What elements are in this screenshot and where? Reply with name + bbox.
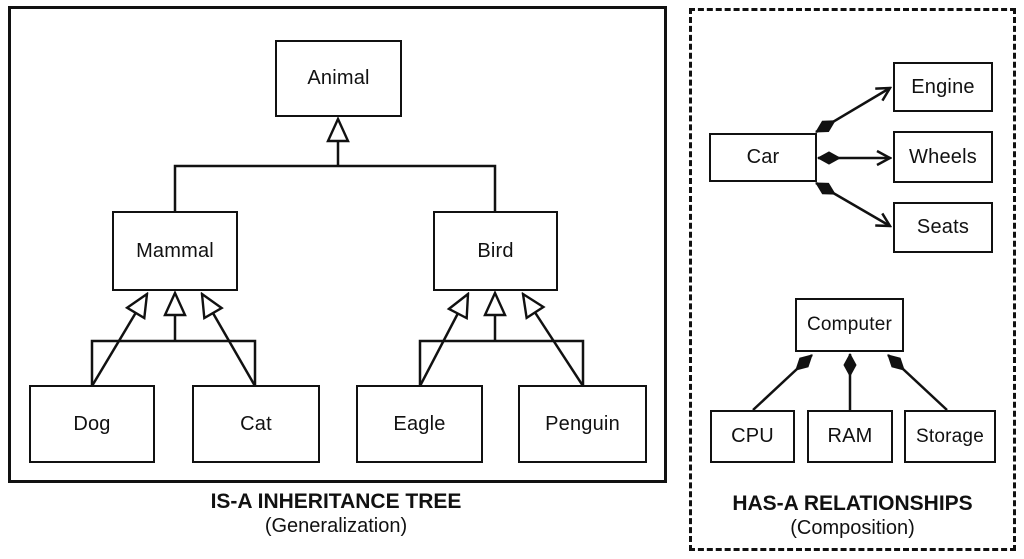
is-a-caption: IS-A INHERITANCE TREE (Generalization) (8, 489, 664, 538)
node-wheels: Wheels (893, 131, 993, 183)
is-a-title: IS-A INHERITANCE TREE (210, 490, 462, 513)
node-storage: Storage (904, 410, 996, 463)
node-animal: Animal (275, 40, 402, 117)
node-mammal: Mammal (112, 211, 238, 291)
node-seats: Seats (893, 202, 993, 253)
node-eagle: Eagle (356, 385, 483, 463)
node-computer: Computer (795, 298, 904, 352)
has-a-subtitle: (Composition) (790, 517, 915, 540)
edge-eagle-to-bird (418, 294, 468, 387)
node-ram: RAM (807, 410, 893, 463)
edge-cat-to-mammal (202, 294, 257, 387)
edge-penguin-to-bird (523, 294, 585, 387)
node-bird: Bird (433, 211, 558, 291)
node-cat: Cat (192, 385, 320, 463)
bracket-mammal-children (90, 339, 257, 385)
is-a-subtitle: (Generalization) (264, 515, 408, 538)
node-engine: Engine (893, 62, 993, 112)
bracket-bird-children (418, 339, 585, 385)
is-a-panel-frame (8, 6, 667, 483)
edge-car-seats (816, 181, 890, 226)
node-dog: Dog (29, 385, 155, 463)
edge-computer-storage (887, 354, 948, 411)
node-car: Car (709, 133, 817, 182)
node-penguin: Penguin (518, 385, 647, 463)
edge-computer-cpu (752, 354, 813, 411)
edge-dog-to-mammal (90, 294, 147, 387)
has-a-caption: HAS-A RELATIONSHIPS (Composition) (689, 491, 1016, 540)
edge-car-engine (816, 88, 890, 134)
has-a-panel-frame (689, 8, 1016, 551)
bracket-animal-children (173, 164, 497, 211)
has-a-title: HAS-A RELATIONSHIPS (732, 492, 973, 515)
node-cpu: CPU (710, 410, 795, 463)
